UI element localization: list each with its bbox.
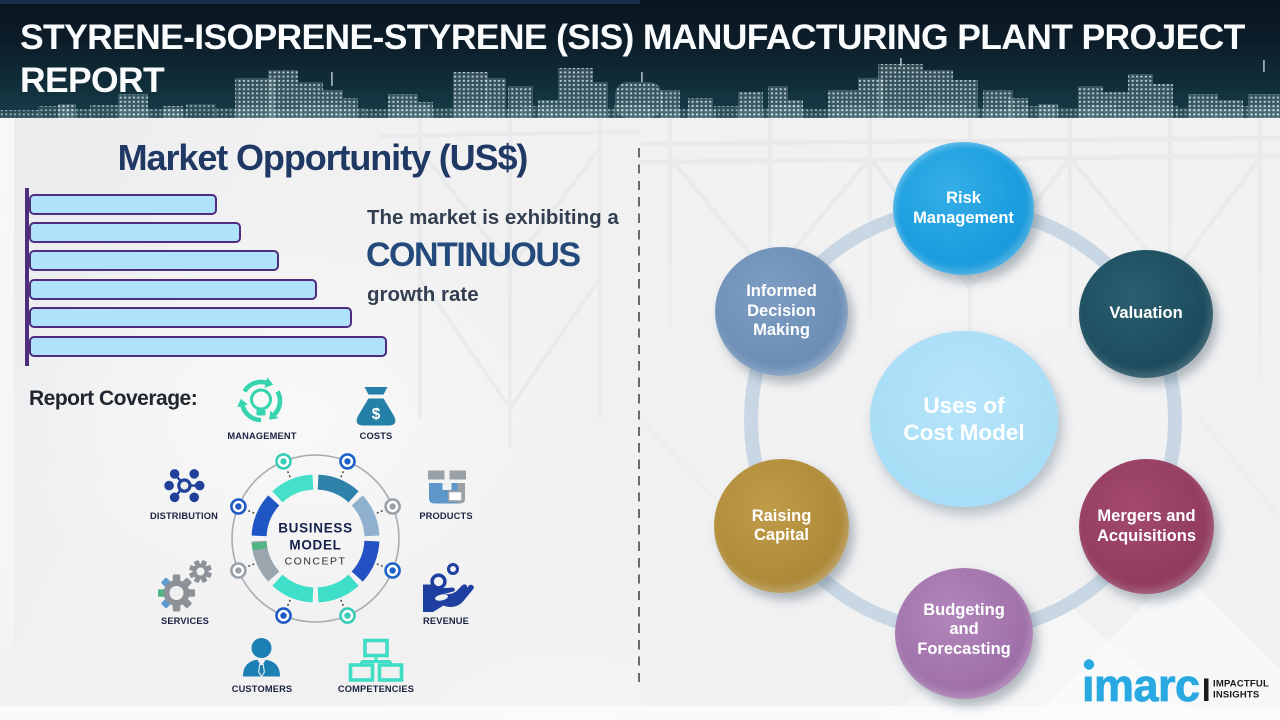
svg-text:COMPETENCIES: COMPETENCIES — [338, 684, 414, 694]
svg-text:IMPACTFUL: IMPACTFUL — [1213, 679, 1269, 690]
svg-text:CUSTOMERS: CUSTOMERS — [232, 684, 293, 694]
svg-text:CONCEPT: CONCEPT — [285, 556, 347, 568]
svg-text:MANAGEMENT: MANAGEMENT — [227, 431, 296, 441]
svg-text:DISTRIBUTION: DISTRIBUTION — [150, 511, 218, 521]
svg-text:BUSINESS: BUSINESS — [278, 521, 353, 536]
svg-text:$: $ — [372, 406, 381, 423]
svg-text:COSTS: COSTS — [360, 431, 393, 441]
svg-text:INSIGHTS: INSIGHTS — [1213, 690, 1259, 701]
svg-text:SERVICES: SERVICES — [161, 616, 209, 626]
svg-text:MODEL: MODEL — [289, 538, 341, 553]
svg-text:PRODUCTS: PRODUCTS — [419, 511, 472, 521]
svg-text:REVENUE: REVENUE — [423, 616, 469, 626]
svg-text:ımarc: ımarc — [1082, 660, 1200, 708]
